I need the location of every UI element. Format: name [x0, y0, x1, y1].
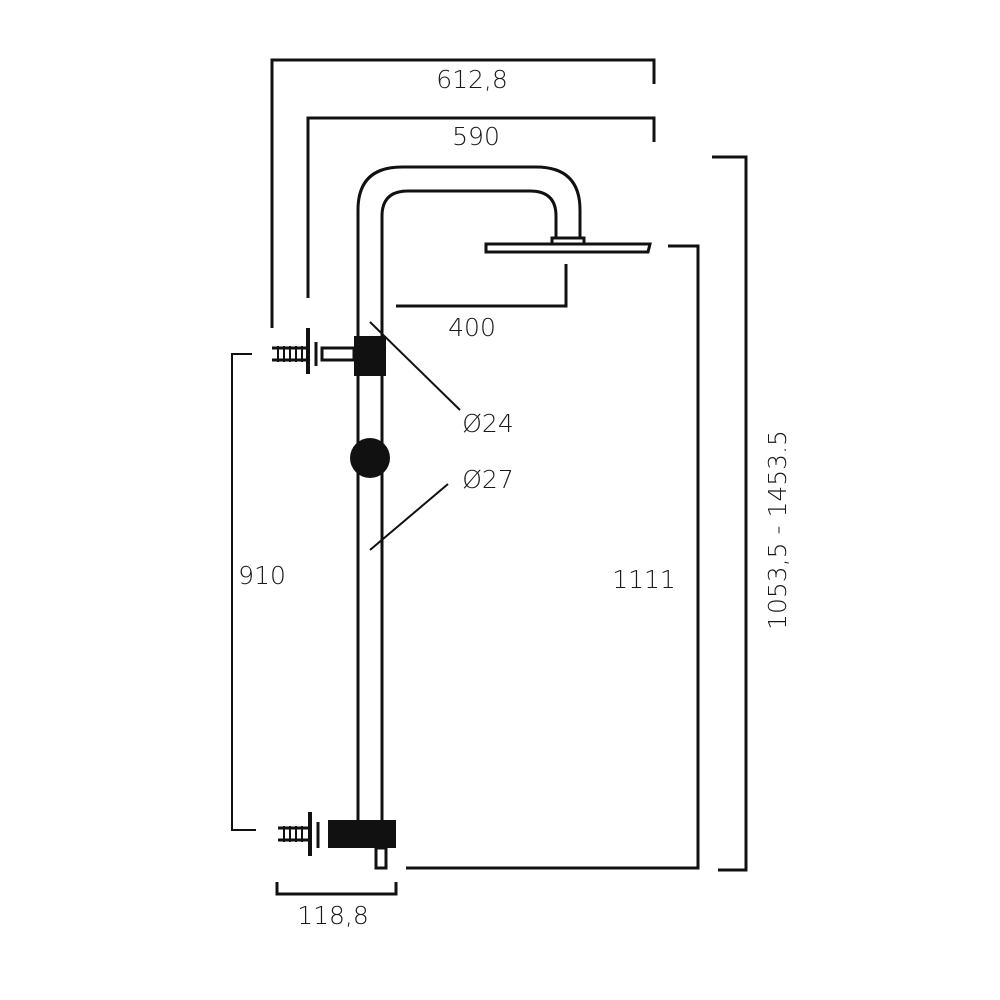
dim-overall-height-label: 1053,5 - 1453.5 [763, 430, 792, 630]
dim-inlet-spacing: 910 [231, 353, 286, 831]
dim-head-offset: 400 [396, 264, 568, 342]
diverter-knob [350, 438, 390, 478]
dim-head-offset-label: 400 [448, 313, 496, 342]
dim-base-depth-label: 118,8 [297, 901, 369, 930]
dim-head-height: 1111 [406, 244, 700, 870]
dim-inlet-spacing-label: 910 [238, 561, 286, 590]
mixer-body [328, 820, 396, 848]
shower-pipe [356, 165, 582, 822]
dim-diameter-24-label: Ø24 [462, 409, 514, 438]
lower-mixer [278, 812, 396, 870]
dim-head-height-label: 1111 [612, 565, 676, 594]
dim-base-depth: 118,8 [275, 882, 398, 930]
leader-diameter-24: Ø24 [369, 321, 514, 438]
dim-arm-width: 590 [306, 116, 656, 298]
dim-overall-width: 612,8 [270, 58, 656, 328]
upper-coupling-block [354, 336, 386, 376]
dim-overall-height: 1053,5 - 1453.5 [712, 155, 792, 872]
upper-inlet [272, 328, 386, 376]
dim-overall-width-label: 612,8 [436, 65, 508, 94]
shower-head [484, 236, 652, 254]
leader-diameter-27: Ø27 [369, 465, 514, 551]
dim-diameter-27-label: Ø27 [462, 465, 514, 494]
dim-arm-width-label: 590 [452, 122, 500, 151]
